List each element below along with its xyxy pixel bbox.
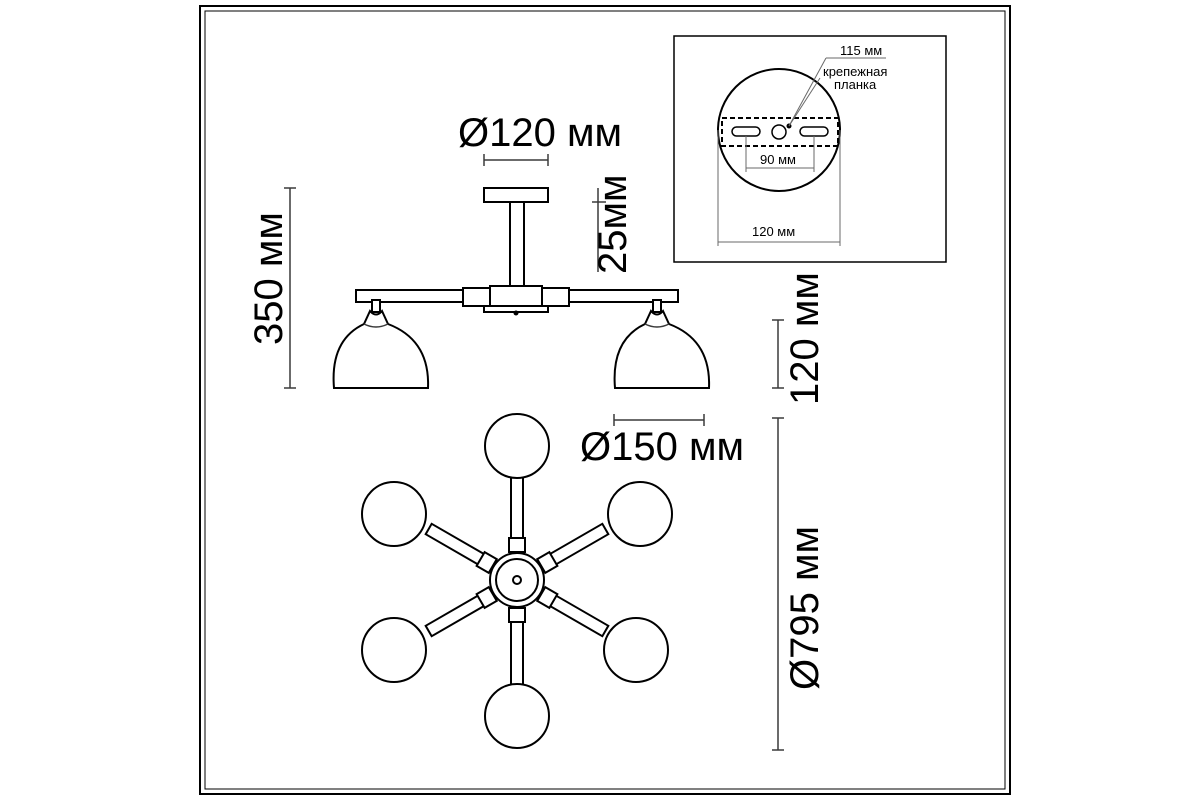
hub-side-right	[541, 287, 570, 307]
dim-total-height: 350 мм	[247, 187, 296, 389]
dim-shade-diameter: Ø150 мм	[580, 414, 744, 469]
dim-shade-height: 120 мм	[772, 272, 827, 405]
hole-offset-label: 115 мм	[840, 43, 882, 58]
right-lamp	[613, 299, 711, 389]
top-view: Ø795 мм	[361, 413, 827, 751]
inset-frame	[673, 35, 947, 263]
center-hole	[771, 124, 787, 140]
mounting-bracket	[721, 117, 839, 147]
dim-stem-height: 25мм	[591, 175, 635, 275]
hub-block	[489, 285, 543, 309]
hub-side-left	[462, 287, 491, 307]
side-view: Ø120 мм 25мм 350 мм 120 мм Ø150 мм	[247, 111, 827, 469]
globe-top-right	[607, 481, 673, 547]
arm-clamps	[475, 537, 559, 623]
stem	[509, 201, 525, 291]
dim-canopy-diameter: Ø120 мм	[458, 111, 622, 166]
globe-bottom-left	[361, 617, 427, 683]
globe-top-left	[361, 481, 427, 547]
globe-top	[484, 413, 550, 479]
total-height-label: 350 мм	[247, 212, 291, 345]
globe-bottom	[484, 683, 550, 749]
dim-total-diameter: Ø795 мм	[772, 417, 827, 751]
plate-width-label: 120 мм	[752, 224, 795, 239]
bracket-label-line1: крепежная	[823, 64, 887, 79]
mounting-inset: 115 мм крепежная планка 90 мм 120 мм	[673, 35, 947, 263]
dim-slot-spacing: 90 мм	[745, 136, 815, 172]
outer-frame	[199, 5, 1011, 795]
dim-plate-width: 120 мм	[717, 130, 841, 246]
globes	[361, 413, 673, 749]
top-hub-center	[512, 575, 522, 585]
shade-height-label: 120 мм	[783, 272, 827, 405]
stem-height-label: 25мм	[591, 175, 635, 275]
left-lamp	[332, 299, 430, 389]
total-diameter-label: Ø795 мм	[783, 526, 827, 690]
canopy-diameter-label: Ø120 мм	[458, 111, 622, 155]
hub-screw	[513, 310, 519, 316]
globe-bottom-right	[603, 617, 669, 683]
bracket-label-line2: планка	[834, 77, 877, 92]
slot-spacing-label: 90 мм	[760, 152, 796, 167]
shade-diameter-label: Ø150 мм	[580, 425, 744, 469]
canopy	[483, 187, 549, 203]
